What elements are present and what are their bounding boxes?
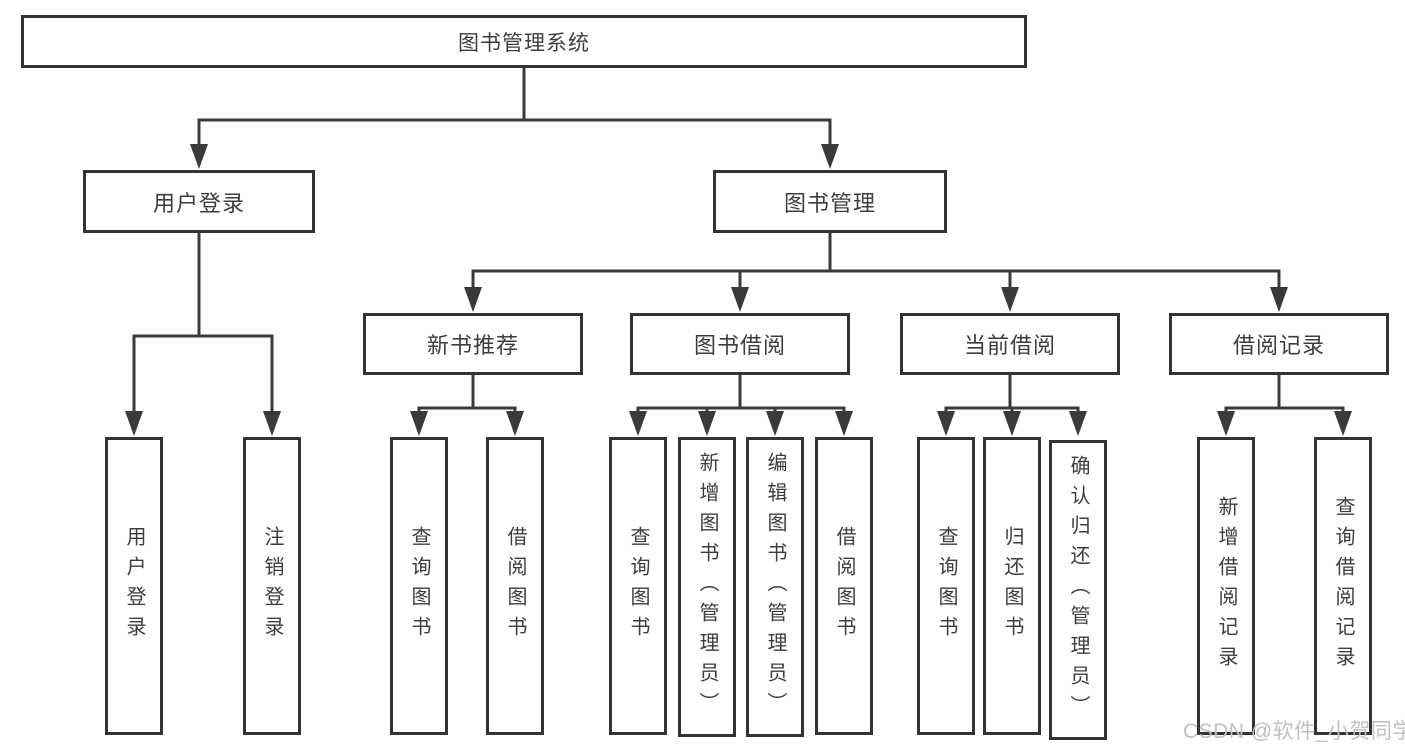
arrowhead [410, 411, 428, 436]
arrowhead [731, 287, 749, 312]
arrowhead [698, 411, 716, 436]
arrowhead [190, 144, 208, 169]
arrowhead [1001, 287, 1019, 312]
arrowhead [1003, 411, 1021, 436]
connector-root [197, 68, 832, 146]
arrowhead [1270, 287, 1288, 312]
leaf-edit-book-admin: 编辑图书（管理员） [746, 437, 804, 737]
leaf-borrow-books-recommend: 借阅图书 [486, 437, 544, 735]
connector-book-borrow [636, 375, 846, 413]
node-book-management-system: 图书管理系统 [21, 15, 1027, 68]
leaf-query-borrow-record: 查询借阅记录 [1314, 437, 1372, 735]
leaf-return-book: 归还图书 [983, 437, 1041, 735]
arrowhead [766, 411, 784, 436]
arrowhead [1334, 411, 1352, 436]
node-book-management: 图书管理 [713, 170, 947, 233]
arrowhead [821, 144, 839, 169]
leaf-query-books-recommend: 查询图书 [390, 437, 448, 735]
arrowhead [1069, 411, 1087, 436]
leaf-add-borrow-record: 新增借阅记录 [1197, 437, 1255, 735]
arrowhead [506, 411, 524, 436]
connector-borrow-records [1224, 375, 1345, 413]
node-user-login: 用户登录 [83, 170, 315, 233]
leaf-user-login: 用户登录 [105, 437, 163, 735]
leaf-confirm-return-admin: 确认归还（管理员） [1049, 440, 1107, 740]
node-new-book-recommend: 新书推荐 [363, 313, 583, 375]
arrowhead [1217, 411, 1235, 436]
arrowhead [629, 411, 647, 436]
arrowhead [263, 411, 281, 436]
connector-new-book [417, 375, 517, 413]
connector-current-borrow [944, 375, 1080, 413]
arrowhead [937, 411, 955, 436]
arrowhead [835, 411, 853, 436]
node-borrow-records: 借阅记录 [1169, 313, 1389, 375]
leaf-logout-login: 注销登录 [243, 437, 301, 735]
node-current-borrow: 当前借阅 [900, 313, 1120, 375]
connector-user-login [132, 233, 274, 413]
leaf-query-books-borrow: 查询图书 [609, 437, 667, 735]
leaf-add-book-admin: 新增图书（管理员） [678, 437, 736, 737]
leaf-borrow-books-borrow: 借阅图书 [815, 437, 873, 735]
leaf-query-books-current: 查询图书 [917, 437, 975, 735]
arrowhead [125, 411, 143, 436]
arrowhead [464, 287, 482, 312]
node-book-borrow: 图书借阅 [630, 313, 850, 375]
csdn-watermark: CSDN @软件_小贺同学 [1183, 720, 1405, 743]
connector-book-management [471, 233, 1281, 289]
